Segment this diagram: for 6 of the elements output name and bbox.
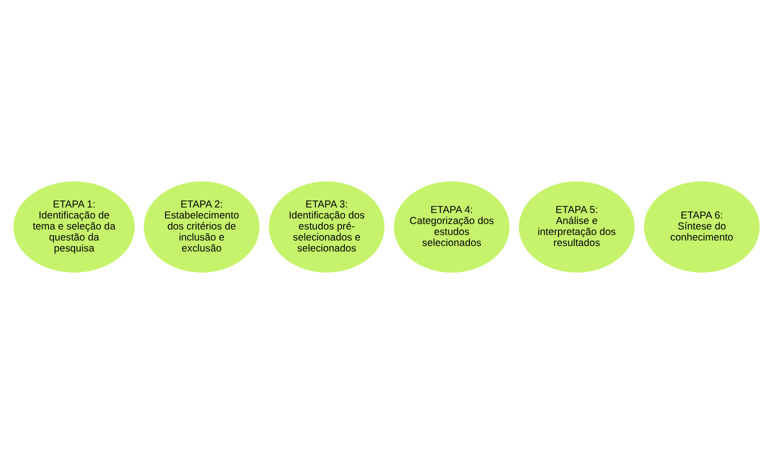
node-ellipse: ETAPA 1: Identificação de tema e seleção da questão da pesquisa (13, 181, 135, 273)
node-ellipse: ETAPA 4: Categorização dos estudos selecionados (394, 181, 510, 273)
node-ellipse: ETAPA 3: Identificação dos estudos pré-selecionados e selecionados (268, 181, 385, 273)
node-ellipse: ETAPA 2: Estabelecimento dos critérios de inclusão e exclusão (144, 181, 260, 273)
node-ellipse: ETAPA 5: Análise e interpretação dos resultados (518, 181, 635, 273)
node-ellipse: ETAPA 6: Síntese do conhecimento (644, 181, 760, 273)
